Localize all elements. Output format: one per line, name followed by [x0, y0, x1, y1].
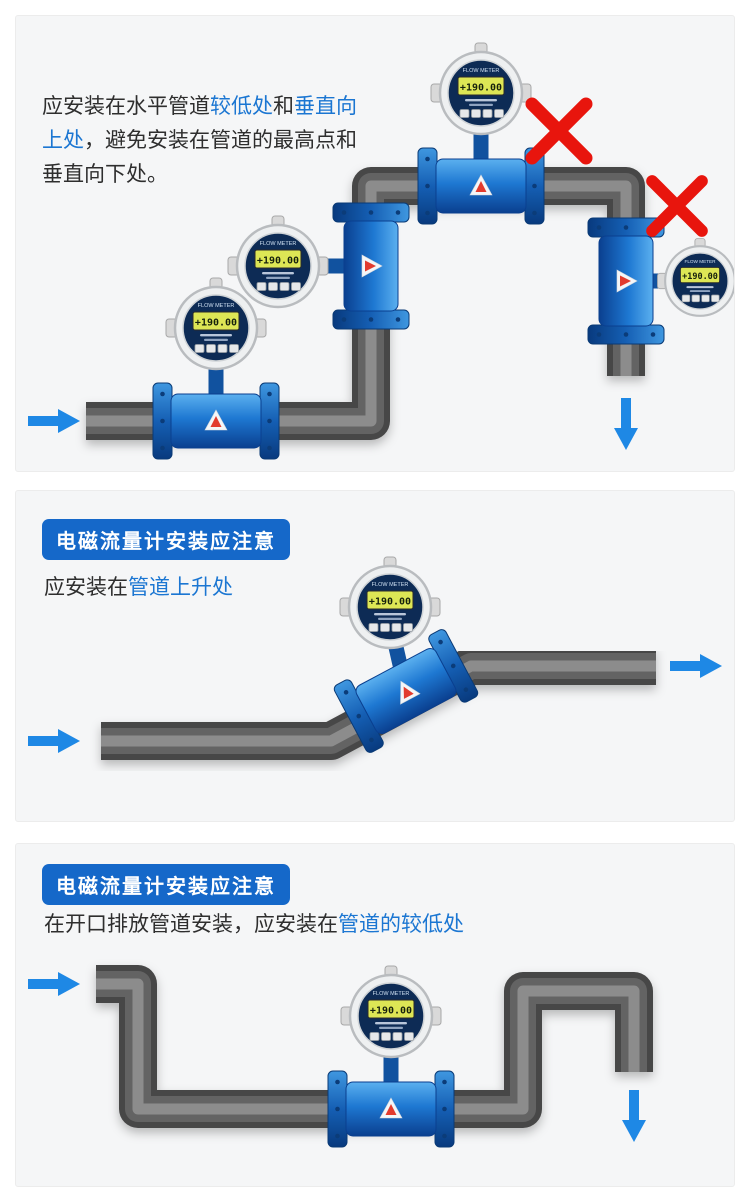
flow-direction-arrow-down [614, 398, 638, 450]
note-text: 在开口排放管道安装，应安装在 [44, 913, 338, 936]
pipe-diagram-open-discharge [28, 964, 734, 1148]
flow-direction-arrow-right [28, 972, 80, 996]
pipe-diagram-horizontal [28, 41, 734, 460]
note-text: 应安装在 [44, 576, 128, 599]
flow-direction-arrow-down [622, 1090, 646, 1142]
note-highlight: 较低处 [210, 95, 273, 118]
flowmeter-wrong-vertical-down [587, 217, 734, 345]
note-highlight: 管道的较低处 [338, 913, 464, 936]
note-highlight: 管道上升处 [128, 576, 233, 599]
wrong-position-x-icon [532, 104, 586, 158]
section-badge: 电磁流量计安装应注意 [42, 864, 290, 905]
panel2-note: 应安装在管道上升处 [44, 571, 233, 605]
flow-direction-arrow-right [28, 729, 80, 753]
flowmeter-at-low-point [327, 964, 455, 1148]
note-text: ，避免安装在管道的最高点和垂直向下处。 [42, 129, 357, 187]
flow-direction-arrow-right [670, 654, 722, 678]
panel-horizontal-installation: 应安装在水平管道较低处和垂直向上处，避免安装在管道的最高点和垂直向下处。 [15, 15, 735, 472]
section-badge: 电磁流量计安装应注意 [42, 519, 290, 560]
panel-open-discharge-installation: 电磁流量计安装应注意 在开口排放管道安装，应安装在管道的较低处 [15, 843, 735, 1187]
flowmeter-on-rising-section [332, 555, 480, 755]
note-text: 和 [273, 95, 294, 118]
flowmeter-wrong-high-point [417, 41, 545, 225]
panel-rising-pipe-installation: 电磁流量计安装应注意 应安装在管道上升处 [15, 490, 735, 822]
panel1-note: 应安装在水平管道较低处和垂直向上处，避免安装在管道的最高点和垂直向下处。 [42, 90, 364, 192]
wrong-position-x-icon [652, 181, 702, 231]
pipe-diagram-rising [28, 555, 722, 821]
flow-direction-arrow-right [28, 409, 80, 433]
note-text: 应安装在水平管道 [42, 95, 210, 118]
flowmeter-correct-low [152, 276, 280, 460]
flowmeter-correct-vertical-up [226, 202, 410, 330]
panel3-note: 在开口排放管道安装，应安装在管道的较低处 [44, 908, 464, 942]
note-highlight: 垂直向上处 [42, 95, 357, 153]
